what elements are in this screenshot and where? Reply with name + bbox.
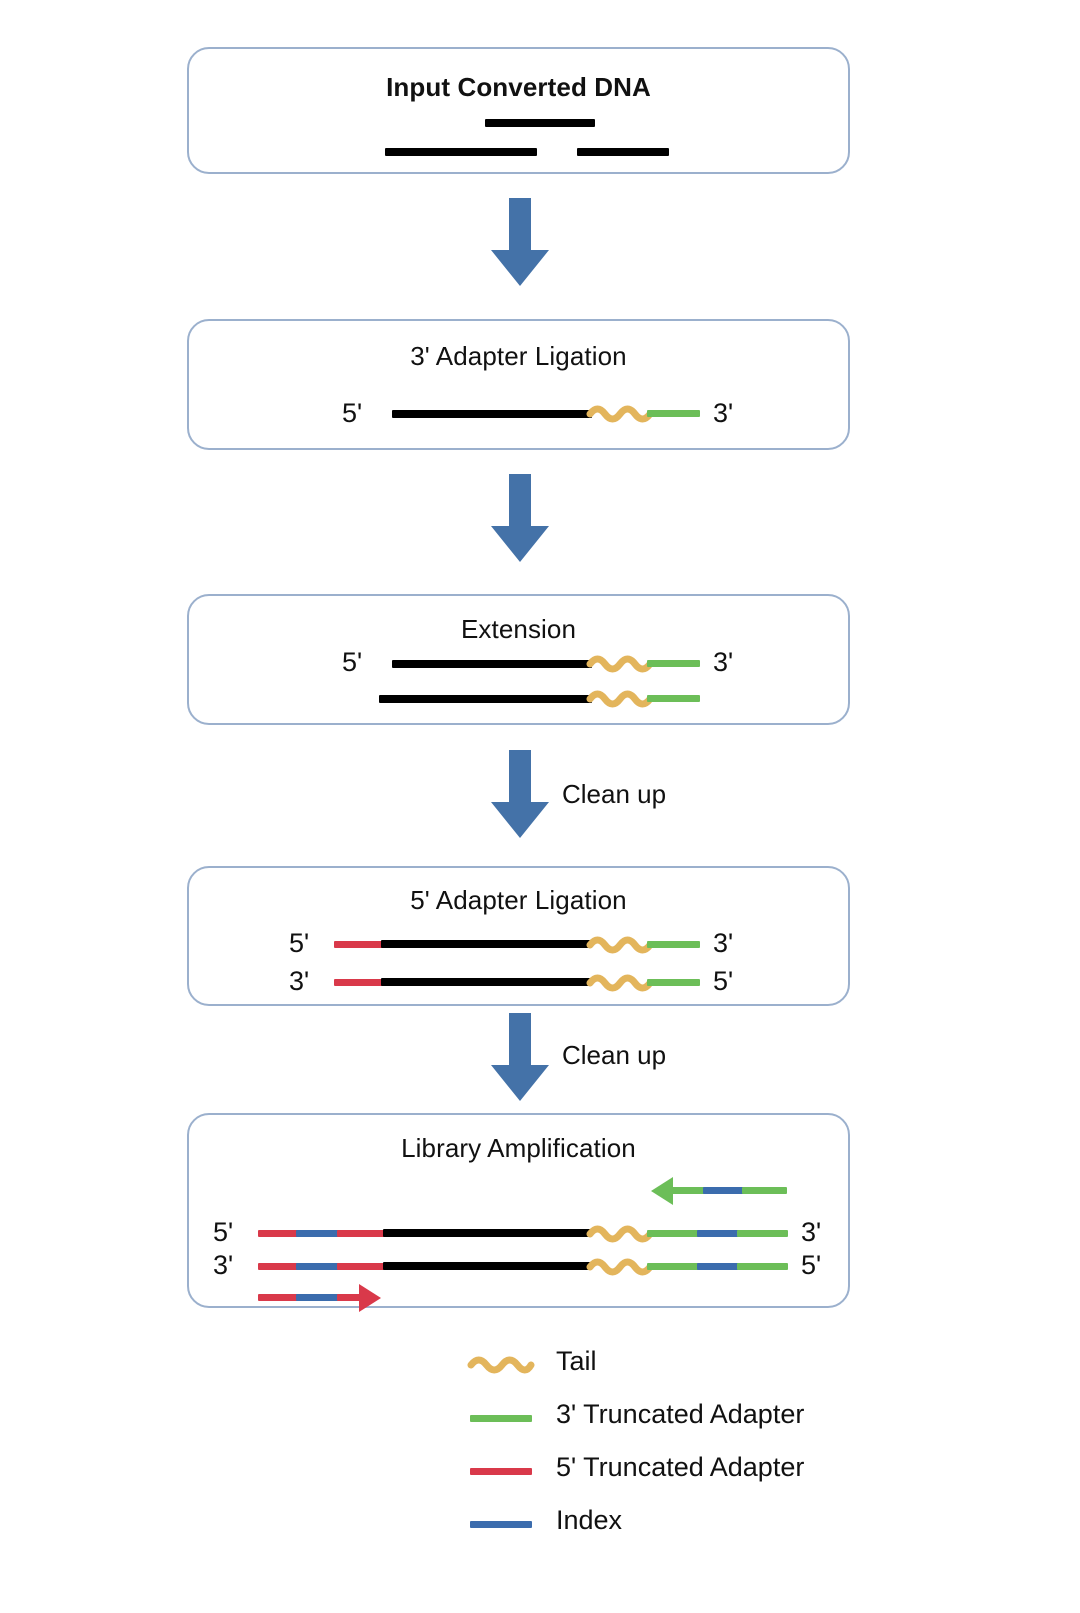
strand-body-black — [392, 410, 592, 418]
forward-primer-arrowhead-red — [355, 1283, 391, 1313]
strand-bottom-label-5prime: 5' — [801, 1250, 822, 1280]
legend: Tail 3' Truncated Adapter 5' Truncated A… — [467, 1340, 970, 1552]
strand-top-label-3prime: 3' — [801, 1217, 822, 1247]
forward-primer-red-right — [337, 1294, 361, 1301]
strand-bottom-body-black — [383, 1262, 592, 1270]
strand-top-tail-wave — [586, 1224, 654, 1244]
strand-top-adapter-3prime-green-a — [647, 1230, 699, 1237]
strand-bottom-label-5prime: 5' — [713, 966, 734, 996]
dna-fragment-bottom-left — [385, 148, 537, 156]
dna-fragment-top — [485, 119, 595, 127]
step-box-input-converted-dna: Input Converted DNA — [187, 47, 850, 174]
strand-bottom-body-black — [381, 978, 592, 986]
step-box-five-prime-adapter-ligation: 5' Adapter Ligation 5' 3' 3' 5' — [187, 866, 850, 1006]
reverse-primer-green-left — [672, 1187, 705, 1194]
strand-bottom-adapter-3prime-green — [647, 695, 700, 702]
adapter-5prime-red-icon — [470, 1468, 532, 1475]
strand-bottom-tail-wave — [586, 1257, 654, 1277]
strand-top-body-black — [392, 660, 592, 668]
flow-arrow-3 — [489, 750, 551, 838]
step-title-input-converted-dna: Input Converted DNA — [386, 72, 651, 102]
reverse-primer-index-blue — [703, 1187, 744, 1194]
strand-bottom-adapter-5prime-red — [334, 979, 383, 986]
strand-label-5prime: 5' — [342, 647, 363, 677]
cleanup-label-2: Clean up — [562, 1040, 667, 1070]
strand-top-adapter-3prime-green-b — [737, 1230, 788, 1237]
strand-bottom-adapter-3prime-green-b — [737, 1263, 788, 1270]
strand-top-adapter-5prime-red-a — [258, 1230, 298, 1237]
tail-wave-icon — [467, 1352, 535, 1378]
forward-primer-red-left — [258, 1294, 298, 1301]
strand-top-label-5prime: 5' — [289, 928, 310, 958]
strand-label-3prime: 3' — [713, 398, 734, 428]
step-title-five-prime-adapter-ligation: 5' Adapter Ligation — [410, 885, 627, 915]
strand-bottom-adapter-5prime-red-b — [337, 1263, 385, 1270]
flow-arrow-2 — [489, 474, 551, 562]
strand-label-5prime: 5' — [342, 398, 363, 428]
adapter-3prime-green — [647, 410, 700, 417]
tail-wave — [586, 404, 654, 424]
forward-primer-index-blue — [296, 1294, 339, 1301]
strand-bottom-adapter-3prime-green — [647, 979, 700, 986]
adapter-3prime-green-icon — [470, 1415, 532, 1422]
strand-top-tail-wave — [586, 654, 654, 674]
dna-fragment-bottom-right — [577, 148, 669, 156]
strand-bottom-adapter-5prime-red-a — [258, 1263, 298, 1270]
strand-bottom-tail-wave — [586, 973, 654, 993]
strand-bottom-index-blue — [296, 1263, 339, 1270]
reverse-primer-green-right — [742, 1187, 787, 1194]
legend-item-three-prime-truncated-adapter: 3' Truncated Adapter — [470, 1393, 970, 1446]
strand-top-label-3prime: 3' — [713, 928, 734, 958]
legend-label-tail: Tail — [556, 1346, 597, 1376]
strand-top-adapter-5prime-red — [334, 941, 383, 948]
legend-item-five-prime-truncated-adapter: 5' Truncated Adapter — [470, 1446, 970, 1499]
strand-bottom-tail-wave — [586, 689, 654, 709]
strand-top-index-blue — [296, 1230, 339, 1237]
step-box-extension: Extension 5' 3' — [187, 594, 850, 725]
flow-arrow-1 — [489, 198, 551, 286]
strand-label-3prime: 3' — [713, 647, 734, 677]
step-title-extension: Extension — [460, 614, 577, 644]
strand-bottom-label-3prime: 3' — [289, 966, 310, 996]
legend-item-index: Index — [470, 1499, 970, 1552]
strand-bottom-index-blue-right — [697, 1263, 739, 1270]
strand-top-adapter-3prime-green — [647, 941, 700, 948]
legend-label-index: Index — [556, 1505, 623, 1535]
legend-item-tail: Tail — [467, 1340, 970, 1393]
strand-top-body-black — [383, 1229, 592, 1237]
step-box-library-amplification: Library Amplification 5' 3' 3' 5' — [187, 1113, 850, 1312]
strand-top-tail-wave — [586, 935, 654, 955]
cleanup-label-1: Clean up — [562, 779, 667, 809]
index-blue-icon — [470, 1521, 532, 1528]
step-title-library-amplification: Library Amplification — [401, 1133, 636, 1163]
step-box-three-prime-adapter-ligation: 3' Adapter Ligation 5' 3' — [187, 319, 850, 450]
strand-bottom-label-3prime: 3' — [213, 1250, 234, 1280]
step-title-three-prime-adapter-ligation: 3' Adapter Ligation — [410, 341, 627, 371]
legend-label-three-prime-truncated-adapter: 3' Truncated Adapter — [556, 1399, 805, 1429]
strand-top-body-black — [381, 940, 592, 948]
strand-bottom-adapter-3prime-green-a — [647, 1263, 699, 1270]
flow-arrow-4 — [489, 1013, 551, 1101]
strand-top-adapter-3prime-green — [647, 660, 700, 667]
strand-bottom-body-black — [379, 695, 592, 703]
strand-top-index-blue-right — [697, 1230, 739, 1237]
reverse-primer-arrowhead-green — [651, 1176, 687, 1206]
legend-label-five-prime-truncated-adapter: 5' Truncated Adapter — [556, 1452, 805, 1482]
strand-top-adapter-5prime-red-b — [337, 1230, 385, 1237]
strand-top-label-5prime: 5' — [213, 1217, 234, 1247]
